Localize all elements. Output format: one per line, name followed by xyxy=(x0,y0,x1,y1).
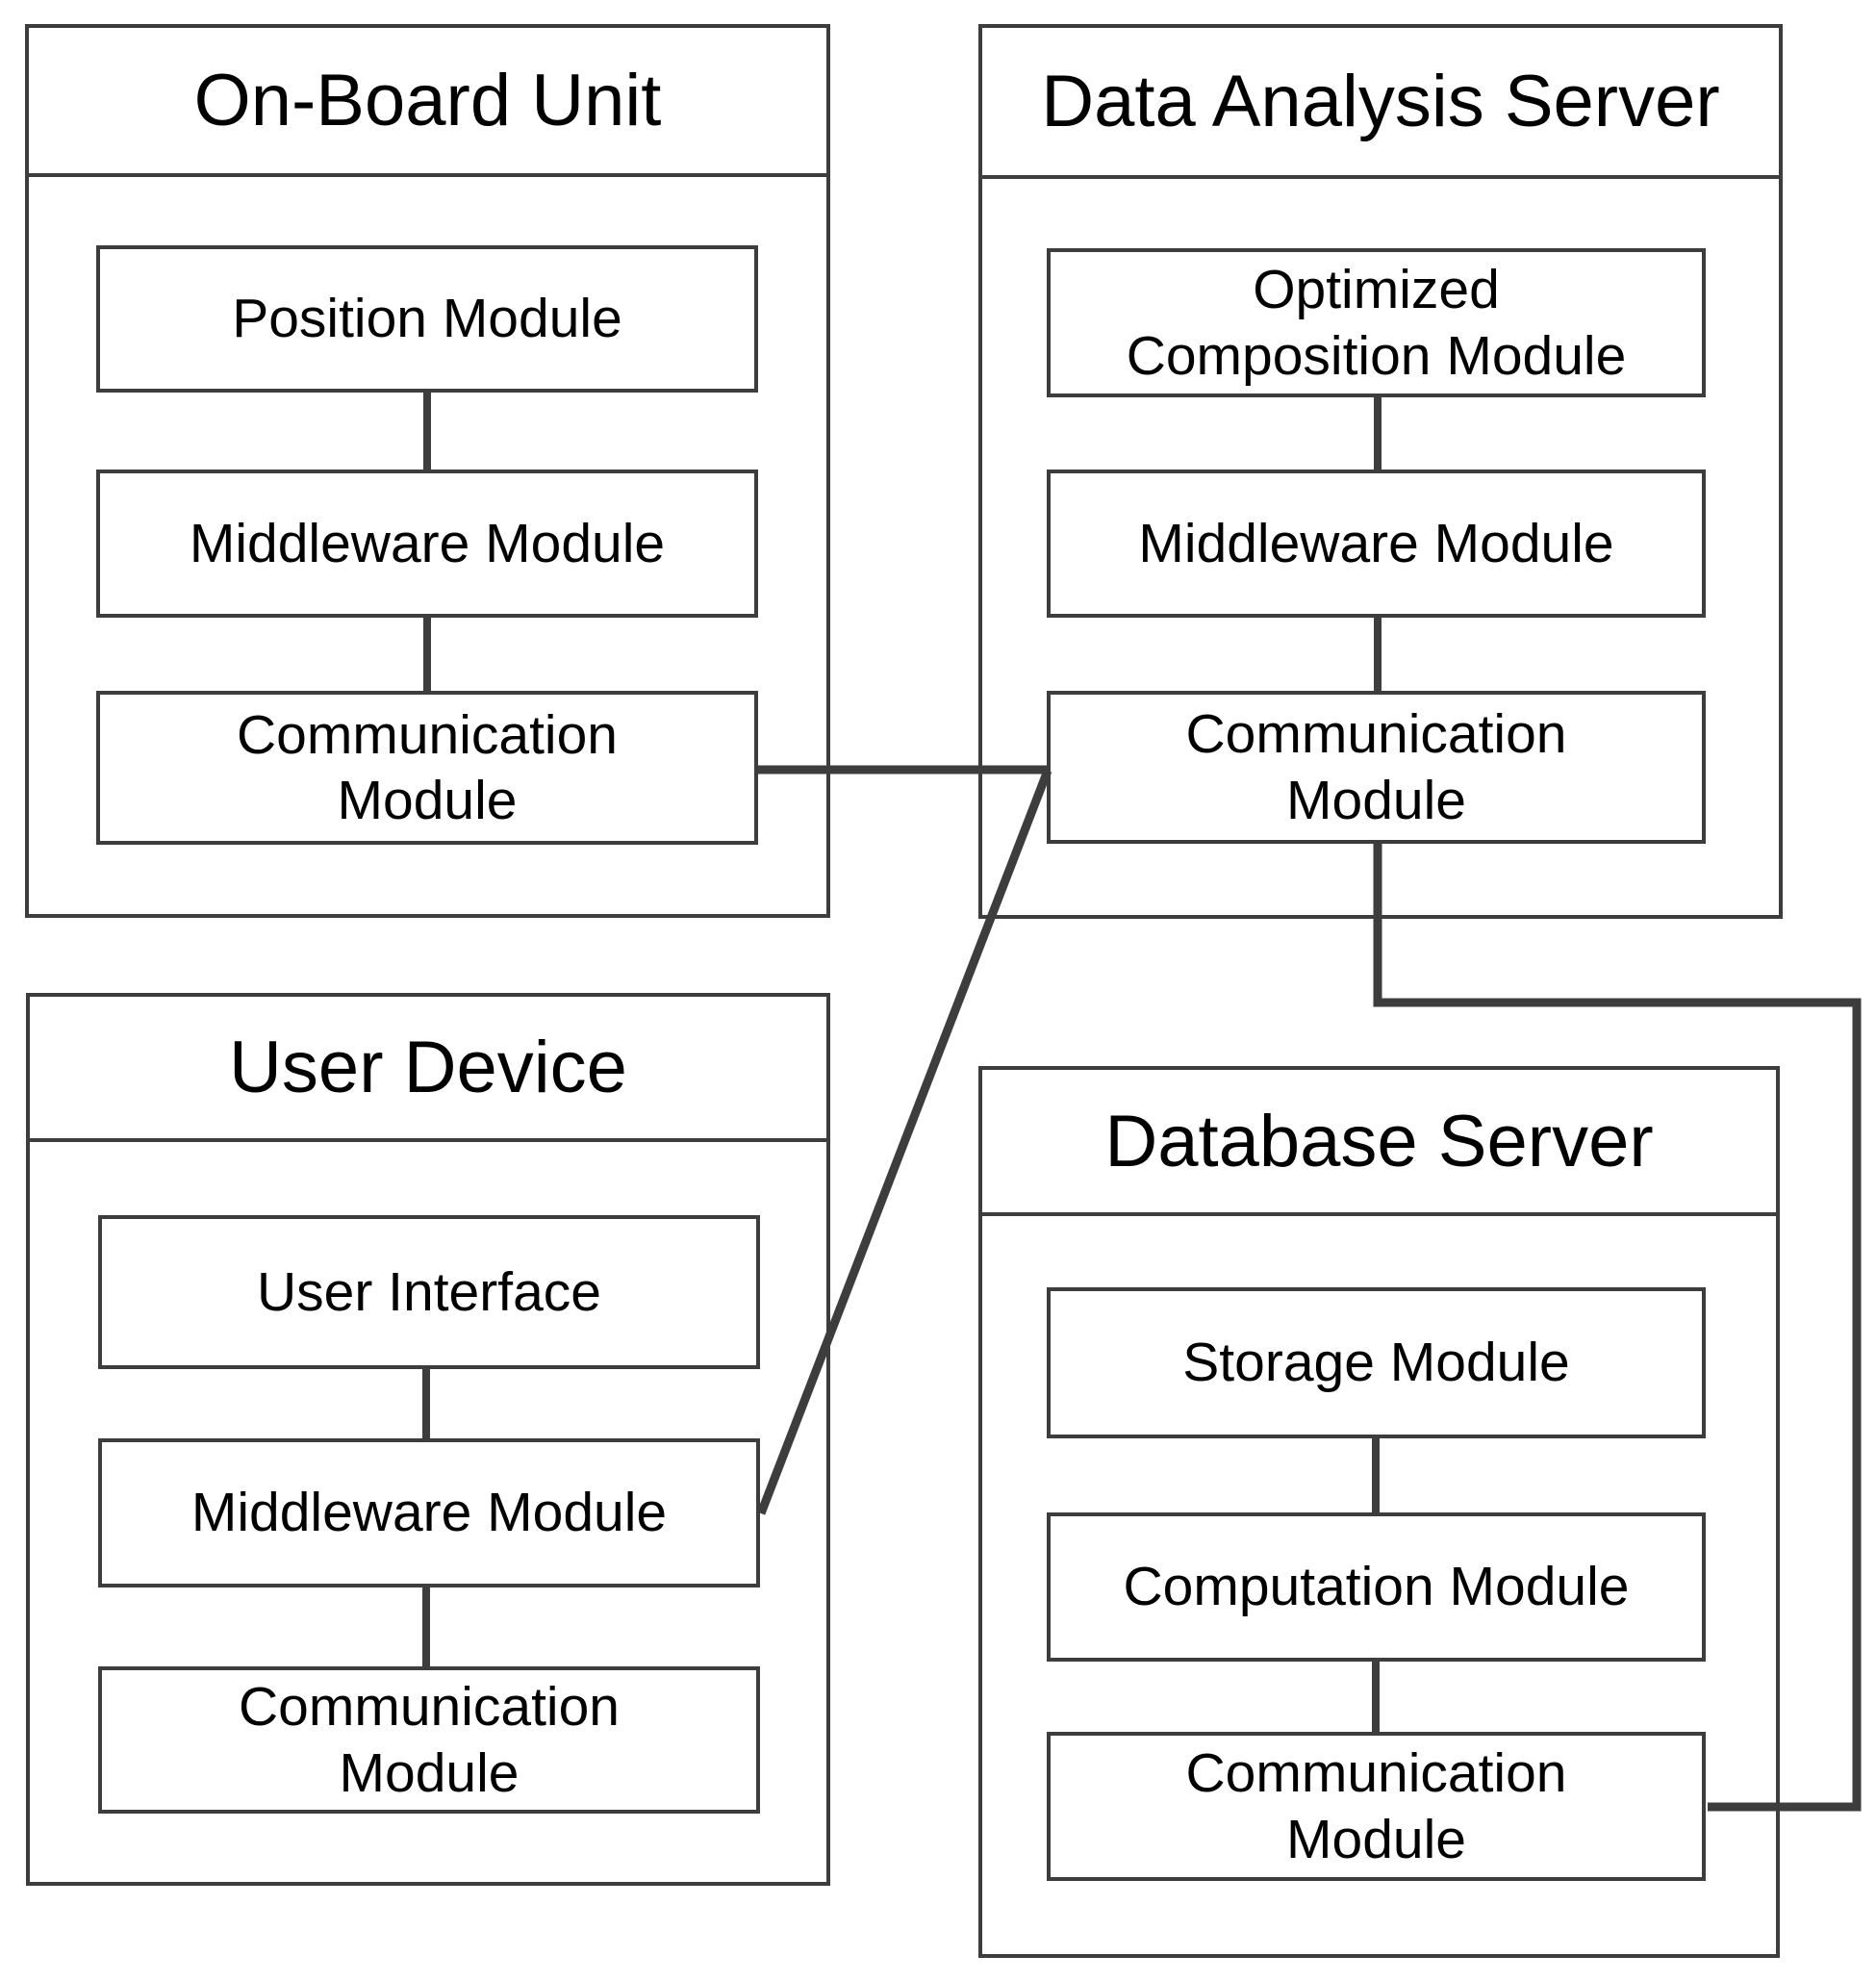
module-label-position: Position Module xyxy=(232,288,622,350)
module-optimized-composition: Optimized Composition Module xyxy=(1047,248,1706,397)
module-obu-communication: Communication Module xyxy=(96,691,758,845)
module-das-middleware: Middleware Module xyxy=(1047,470,1706,618)
module-das-communication: Communication Module xyxy=(1047,691,1706,844)
module-ud-communication: Communication Module xyxy=(98,1666,760,1814)
panel-title-data-analysis-server: Data Analysis Server xyxy=(1041,61,1720,142)
panel-database-server-header: Database Server xyxy=(982,1070,1776,1216)
module-label-obu-middleware: Middleware Module xyxy=(189,512,666,574)
module-label-obu-communication: Communication Module xyxy=(237,703,618,831)
module-position: Position Module xyxy=(96,245,758,393)
panel-title-on-board-unit: On-Board Unit xyxy=(193,60,662,141)
module-db-communication: Communication Module xyxy=(1047,1732,1706,1881)
module-label-ud-communication: Communication Module xyxy=(239,1676,620,1804)
module-computation: Computation Module xyxy=(1047,1512,1706,1662)
module-user-interface: User Interface xyxy=(98,1215,760,1369)
module-storage: Storage Module xyxy=(1047,1287,1706,1438)
module-label-ud-middleware: Middleware Module xyxy=(190,1482,668,1544)
panel-on-board-unit-header: On-Board Unit xyxy=(29,28,826,177)
module-ud-middleware: Middleware Module xyxy=(98,1438,760,1587)
module-obu-middleware: Middleware Module xyxy=(96,470,758,618)
module-label-das-communication: Communication Module xyxy=(1185,703,1567,831)
panel-user-device-header: User Device xyxy=(30,997,826,1142)
module-label-computation: Computation Module xyxy=(1123,1556,1630,1618)
panel-title-database-server: Database Server xyxy=(1104,1100,1654,1182)
module-label-db-communication: Communication Module xyxy=(1185,1742,1567,1870)
module-label-storage: Storage Module xyxy=(1182,1332,1570,1394)
module-label-user-interface: User Interface xyxy=(257,1260,601,1323)
module-label-optimized-composition: Optimized Composition Module xyxy=(1126,259,1627,387)
module-label-das-middleware: Middleware Module xyxy=(1138,512,1614,574)
panel-title-user-device: User Device xyxy=(229,1027,627,1108)
panel-data-analysis-server-header: Data Analysis Server xyxy=(982,28,1779,179)
